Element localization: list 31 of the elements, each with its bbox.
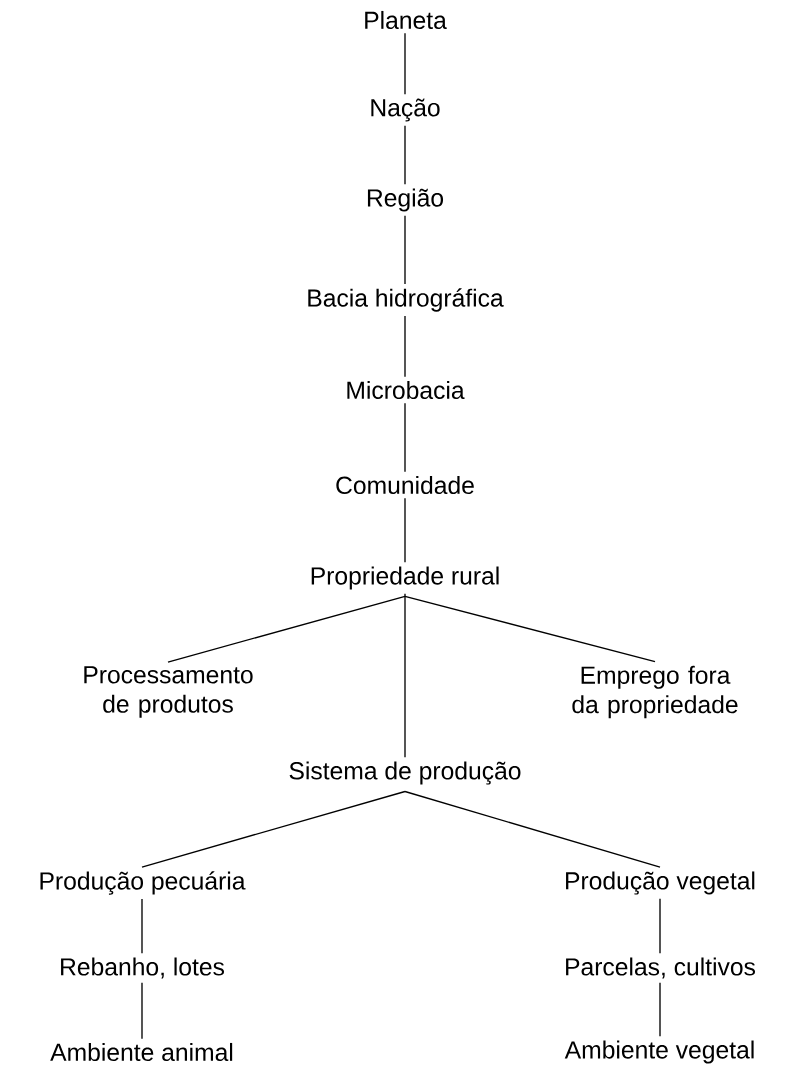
connector-line <box>141 982 143 1040</box>
connector-line <box>404 215 406 285</box>
node-label: Microbacia <box>347 380 465 400</box>
node-label: Processamento de produtos <box>84 666 253 718</box>
node-label: Bacia hidrográfica <box>308 288 504 312</box>
connector-line <box>167 595 406 663</box>
connector-line <box>659 898 661 954</box>
node-label: Ambiente vegetal <box>564 1040 754 1064</box>
node-label: Rebanho, lotes <box>61 957 224 979</box>
connector-line <box>141 898 143 954</box>
connector-line <box>404 315 406 378</box>
node-label: Planeta <box>365 10 447 30</box>
node-label: Sistema de produção <box>289 761 521 785</box>
connector-line <box>404 32 406 95</box>
connector-line <box>404 593 406 758</box>
node-label: Região <box>367 188 444 212</box>
node-label: Produção vegetal <box>566 871 755 895</box>
node-label: Comunidade <box>336 475 474 495</box>
node-label: Ambiente animal <box>50 1042 233 1062</box>
connector-line <box>404 595 656 663</box>
connector-line <box>404 790 661 868</box>
node-label: Emprego fora da propriedade <box>572 665 738 719</box>
node-label: Produção pecuária <box>40 871 246 895</box>
connector-line <box>141 790 406 868</box>
connector-line <box>404 125 406 185</box>
connector-line <box>404 402 406 473</box>
node-label: Nação <box>371 98 440 122</box>
connector-line <box>404 497 406 563</box>
connector-line <box>659 982 661 1037</box>
node-label: Propriedade rural <box>311 566 499 590</box>
node-label: Parcelas, cultivos <box>566 957 756 979</box>
